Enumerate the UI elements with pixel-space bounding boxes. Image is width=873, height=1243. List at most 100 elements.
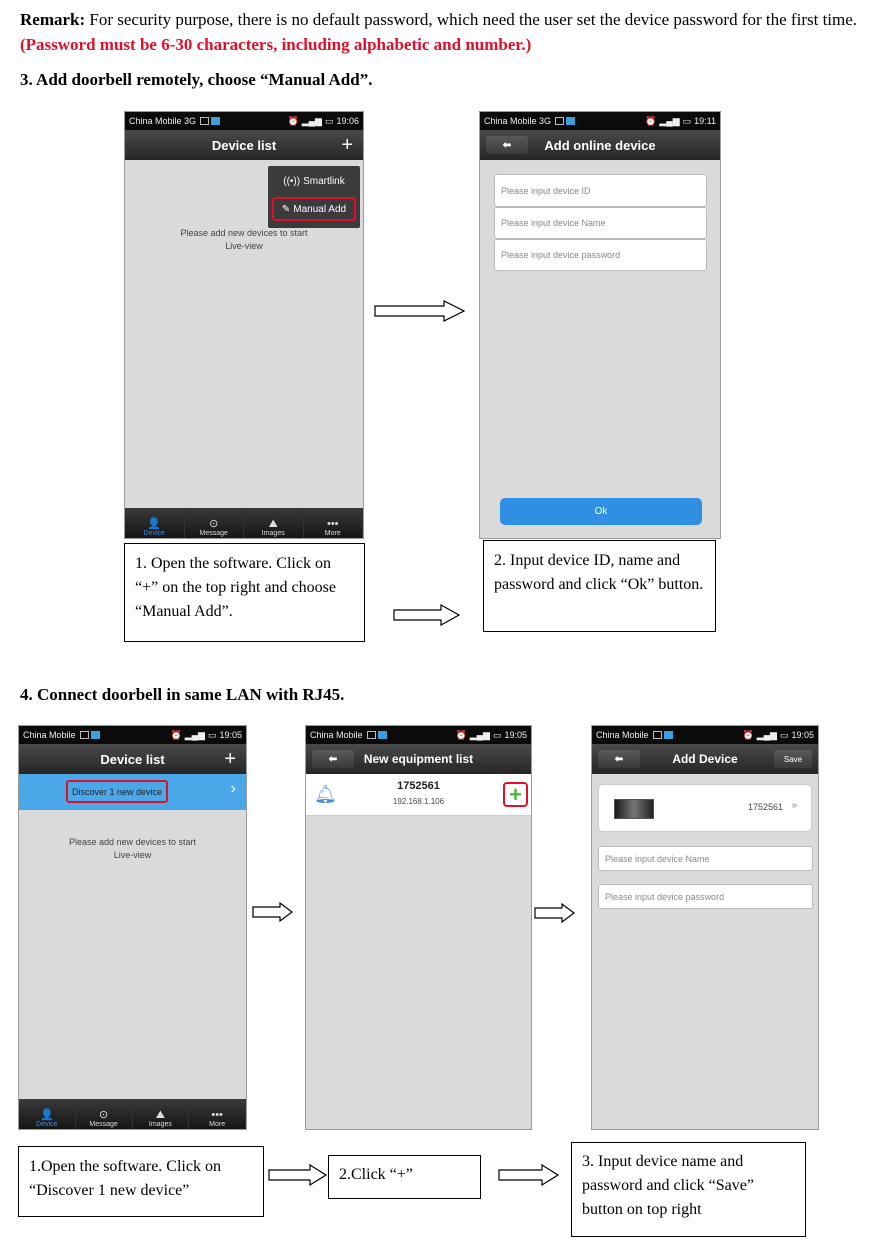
alarm-icon: ⏰ bbox=[742, 729, 754, 740]
device-id-label: 1752561 bbox=[397, 780, 440, 792]
tab-message[interactable]: ⊙Message bbox=[76, 1099, 133, 1129]
device-card[interactable]: 1752561 » bbox=[598, 784, 812, 832]
tab-device[interactable]: 👤Device bbox=[19, 1099, 76, 1129]
battery-icon: ▭ bbox=[779, 729, 789, 740]
back-button[interactable]: ⬅ bbox=[486, 136, 528, 154]
page-title: New equipment list bbox=[363, 752, 474, 766]
status-bar: China Mobile ⏰▂▄▆▭19:05 bbox=[592, 726, 818, 744]
phone-device-list-lan: China Mobile ⏰▂▄▆▭19:05 Device list + Di… bbox=[18, 725, 247, 1130]
bell-icon: 🔔︎ bbox=[314, 784, 337, 804]
tab-message[interactable]: ⊙Message bbox=[185, 508, 244, 538]
add-device-button[interactable]: + bbox=[503, 782, 528, 807]
battery-icon: ▭ bbox=[207, 729, 217, 740]
notification-icon bbox=[652, 731, 662, 739]
status-bar: China Mobile ⏰▂▄▆▭19:05 bbox=[306, 726, 531, 744]
tab-more[interactable]: •••More bbox=[189, 1099, 246, 1129]
clock-time: 19:11 bbox=[694, 116, 716, 126]
device-password-input[interactable]: Please input device password bbox=[598, 884, 813, 909]
device-name-input[interactable]: Please input device Name bbox=[598, 846, 813, 871]
clock-time: 19:06 bbox=[336, 116, 359, 126]
device-id-input[interactable]: Please input device ID bbox=[494, 174, 707, 207]
section4-heading: 4. Connect doorbell in same LAN with RJ4… bbox=[20, 685, 345, 704]
tab-bar: 👤Device ⊙Message ⛰Images •••More bbox=[19, 1099, 246, 1129]
app-notification-icon bbox=[663, 731, 673, 739]
step-note-save: 3. Input device name and password and cl… bbox=[571, 1142, 806, 1237]
menu-item-smartlink[interactable]: ((•))Smartlink bbox=[283, 175, 345, 187]
more-icon: ••• bbox=[326, 518, 339, 530]
double-chevron-icon: » bbox=[791, 800, 797, 811]
title-bar: Device list + bbox=[125, 130, 363, 160]
person-icon: 👤 bbox=[147, 518, 162, 530]
alarm-icon: ⏰ bbox=[645, 115, 657, 126]
image-icon: ⛰ bbox=[155, 1109, 165, 1121]
right-arrow-icon bbox=[393, 604, 461, 626]
device-password-input[interactable]: Please input device password bbox=[494, 239, 707, 271]
battery-icon: ▭ bbox=[682, 115, 692, 126]
section3-heading: 3. Add doorbell remotely, choose “Manual… bbox=[20, 70, 373, 89]
chevron-right-icon: › bbox=[230, 780, 236, 797]
message-icon: ⊙ bbox=[209, 518, 219, 530]
ok-button[interactable]: Ok bbox=[500, 498, 702, 525]
tab-device[interactable]: 👤Device bbox=[125, 508, 185, 538]
page-title: Add Device bbox=[672, 752, 738, 766]
person-icon: 👤 bbox=[40, 1109, 54, 1121]
right-arrow-icon bbox=[268, 1164, 328, 1186]
phone-device-list: China Mobile 3G ⏰▂▄▆▭19:06 Device list +… bbox=[124, 111, 364, 539]
remark-text: For security purpose, there is no defaul… bbox=[85, 10, 858, 29]
page-title: Device list bbox=[211, 137, 277, 153]
app-notification-icon bbox=[90, 731, 100, 739]
phone-new-equipment-list: China Mobile ⏰▂▄▆▭19:05 ⬅ New equipment … bbox=[305, 725, 532, 1130]
carrier-label: China Mobile 3G bbox=[484, 116, 552, 126]
tab-images[interactable]: ⛰Images bbox=[244, 508, 304, 538]
add-button[interactable]: + bbox=[224, 748, 236, 770]
carrier-label: China Mobile 3G bbox=[129, 116, 197, 126]
save-button[interactable]: Save bbox=[774, 750, 812, 768]
notification-icon bbox=[366, 731, 376, 739]
signal-icon: ▂▄▆ bbox=[756, 729, 777, 740]
device-name-input[interactable]: Please input device Name bbox=[494, 207, 707, 239]
status-bar: China Mobile 3G ⏰▂▄▆▭19:11 bbox=[480, 112, 720, 130]
tab-more[interactable]: •••More bbox=[304, 508, 363, 538]
clock-time: 19:05 bbox=[504, 730, 527, 740]
right-arrow-icon bbox=[374, 300, 466, 322]
page-title: Add online device bbox=[544, 137, 656, 153]
signal-icon: ▂▄▆ bbox=[469, 729, 490, 740]
signal-icon: ▂▄▆ bbox=[301, 115, 322, 126]
empty-message: Please add new devices to start Live-vie… bbox=[68, 837, 197, 860]
tab-images[interactable]: ⛰Images bbox=[133, 1099, 190, 1129]
phone-add-online-device: China Mobile 3G ⏰▂▄▆▭19:11 ⬅ Add online … bbox=[479, 111, 721, 539]
signal-icon: ▂▄▆ bbox=[659, 115, 680, 126]
back-arrow-icon: ⬅ bbox=[328, 753, 338, 765]
alarm-icon: ⏰ bbox=[170, 729, 182, 740]
right-arrow-icon bbox=[252, 902, 293, 922]
battery-icon: ▭ bbox=[492, 729, 502, 740]
device-thumbnail bbox=[614, 799, 654, 819]
carrier-label: China Mobile bbox=[596, 730, 649, 740]
right-arrow-icon bbox=[534, 903, 575, 923]
pencil-icon: ✎ bbox=[281, 203, 291, 215]
battery-icon: ▭ bbox=[324, 115, 334, 126]
title-bar: Device list + bbox=[19, 744, 246, 774]
title-bar: ⬅ Add online device bbox=[480, 130, 720, 160]
step-note-open-software: 1. Open the software. Click on “+” on th… bbox=[124, 543, 365, 642]
add-button[interactable]: + bbox=[341, 134, 353, 156]
discover-bar[interactable]: Discover 1 new device › bbox=[19, 774, 246, 810]
app-notification-icon bbox=[377, 731, 387, 739]
right-arrow-icon bbox=[498, 1164, 560, 1186]
back-button[interactable]: ⬅ bbox=[312, 750, 354, 768]
page-title: Device list bbox=[100, 751, 165, 767]
signal-icon: ▂▄▆ bbox=[184, 729, 205, 740]
discover-new-device-button[interactable]: Discover 1 new device bbox=[66, 780, 169, 803]
add-menu: ((•))Smartlink ✎Manual Add bbox=[268, 166, 360, 228]
status-bar: China Mobile 3G ⏰▂▄▆▭19:06 bbox=[125, 112, 363, 130]
message-icon: ⊙ bbox=[99, 1109, 109, 1121]
title-bar: ⬅ New equipment list bbox=[306, 744, 531, 774]
remark-paragraph: Remark: For security purpose, there is n… bbox=[20, 7, 860, 57]
remark-label: Remark: bbox=[20, 10, 86, 29]
back-button[interactable]: ⬅ bbox=[598, 750, 640, 768]
status-bar: China Mobile ⏰▂▄▆▭19:05 bbox=[19, 726, 246, 744]
equipment-row: 🔔︎ 1752561 192.168.1.106 + bbox=[306, 774, 531, 816]
notification-icon bbox=[79, 731, 89, 739]
alarm-icon: ⏰ bbox=[287, 115, 299, 126]
menu-item-manual-add[interactable]: ✎Manual Add bbox=[272, 197, 356, 221]
